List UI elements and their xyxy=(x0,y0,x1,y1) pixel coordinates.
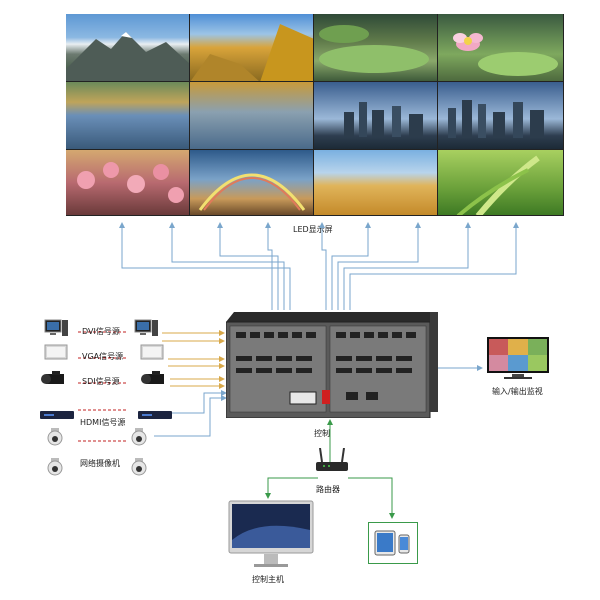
router-label: 路由器 xyxy=(316,485,340,494)
host-label: 控制主机 xyxy=(252,575,284,584)
dome-camera-icon xyxy=(131,428,147,446)
source-label-vga: VGA信号源 xyxy=(82,352,124,361)
panel-lotus-flower xyxy=(314,14,438,82)
hdmi-source-left xyxy=(40,405,74,424)
mobile-devices xyxy=(368,522,418,564)
panel-green-grain xyxy=(438,150,564,216)
panel-lake-reflection-right xyxy=(190,82,314,150)
leaf-icon xyxy=(319,25,429,73)
source-label-network-camera: 网络摄像机 xyxy=(80,459,120,468)
grain-icon xyxy=(456,155,540,215)
wifi-router-icon xyxy=(316,447,348,471)
source-label-sdi: SDI信号源 xyxy=(82,377,120,386)
dome-camera-icon xyxy=(47,428,63,446)
desktop-pc-icon xyxy=(134,319,158,336)
monitor-label: 输入/输出监视 xyxy=(492,387,543,396)
hdmi-source-right xyxy=(138,405,172,424)
panel-city-skyline-right xyxy=(438,82,564,150)
dome-camera-icon xyxy=(131,458,147,476)
dome-camera-icon xyxy=(47,458,63,476)
panel-pink-flowers xyxy=(66,150,190,216)
media-player-icon xyxy=(138,411,172,419)
imac-computer-icon xyxy=(228,500,314,567)
control-label: 控制 xyxy=(314,429,330,438)
led-video-wall xyxy=(66,14,564,216)
network-camera-bottom-left xyxy=(46,458,64,480)
network-camera-bottom-right xyxy=(130,458,148,480)
vga-source-left xyxy=(44,343,70,367)
building-icon xyxy=(448,100,544,138)
control-host xyxy=(228,500,314,574)
panel-rainbow-landscape xyxy=(190,150,314,216)
panel-city-skyline-left xyxy=(314,82,438,150)
source-label-dvi: DVI信号源 xyxy=(82,327,120,336)
panel-wheat-field xyxy=(314,150,438,216)
sdi-source-left xyxy=(40,370,70,392)
io-monitor xyxy=(486,336,554,386)
vga-source-right xyxy=(140,343,166,367)
dvi-source-pc-left xyxy=(44,318,70,344)
network-camera-top-right xyxy=(130,428,148,450)
video-camera-icon xyxy=(41,371,64,384)
media-player-icon xyxy=(40,411,74,419)
desktop-pc-icon xyxy=(44,319,68,336)
matrix-chassis-icon xyxy=(225,312,438,419)
tree-icon xyxy=(190,24,313,81)
panel-lake-reflection-left xyxy=(66,82,190,150)
tablet-phone-icon xyxy=(374,530,410,556)
mountain-icon xyxy=(66,32,189,81)
flower-icon xyxy=(77,162,184,203)
panel-autumn-forest xyxy=(190,14,314,82)
router xyxy=(314,447,350,476)
matrix-switcher xyxy=(225,312,438,419)
rainbow-icon xyxy=(198,173,306,211)
panel-mountain-lake xyxy=(66,14,190,82)
network-camera-top-left xyxy=(46,428,64,450)
video-camera-icon xyxy=(141,371,164,384)
lotus-icon xyxy=(453,33,558,76)
led-wall-label: LED显示屏 xyxy=(293,225,333,234)
source-label-hdmi: HDMI信号源 xyxy=(80,418,126,427)
dvi-source-pc-right xyxy=(134,318,160,344)
panel-lotus-pond xyxy=(438,14,564,82)
vga-monitor-icon xyxy=(44,344,68,360)
building-icon xyxy=(344,102,423,137)
vga-monitor-icon xyxy=(140,344,164,360)
tv-monitor-icon xyxy=(487,337,549,379)
sdi-source-right xyxy=(140,370,170,392)
